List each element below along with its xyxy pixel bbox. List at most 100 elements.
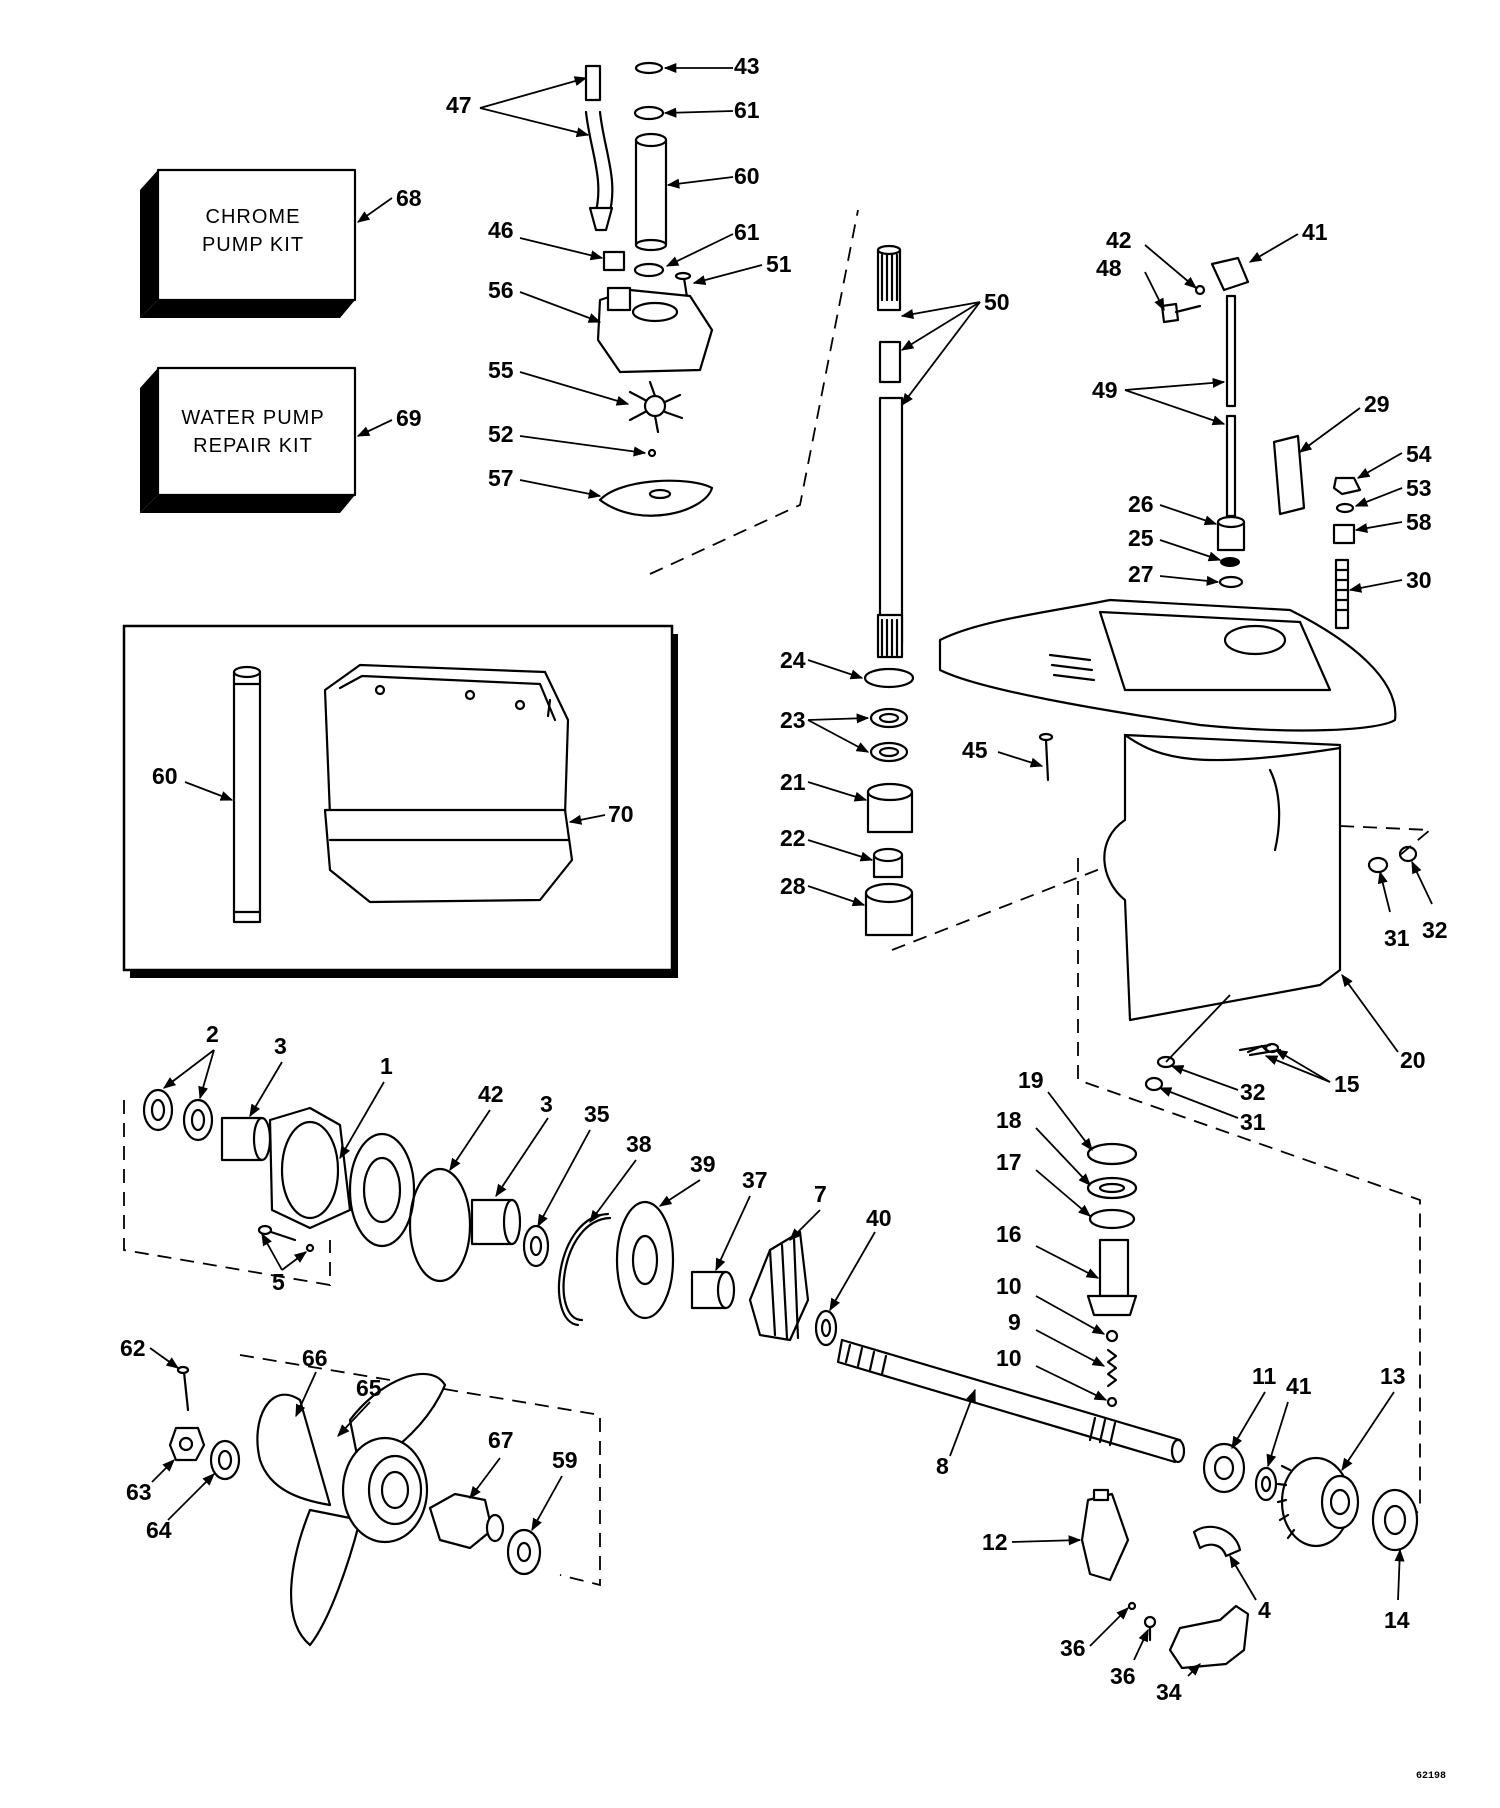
callout-17-label: 17: [996, 1149, 1022, 1175]
callout-59: 59: [552, 1447, 578, 1473]
callout-42-lower: 42: [478, 1081, 504, 1107]
callout-60-upper: 60: [734, 163, 760, 189]
callout-63: 63: [126, 1479, 152, 1505]
callout-61-lower: 61: [734, 219, 760, 245]
callout-57: 57: [488, 465, 514, 491]
callout-70: 70: [608, 801, 634, 827]
callout-46: 46: [488, 217, 514, 243]
shift-linkage-group: [1080, 1488, 1250, 1670]
forward-gear-group: [1202, 1442, 1419, 1552]
callout-35: 36: [1060, 1635, 1086, 1661]
callout-61-upper: 61: [734, 97, 760, 123]
callout-50: 50: [984, 289, 1010, 315]
callout-54: 54: [1406, 441, 1432, 467]
callout-31-lower: 31: [1240, 1109, 1266, 1135]
shift-rod-group: [1160, 256, 1362, 630]
callout-13: 15: [1334, 1071, 1360, 1097]
callout-4: 4: [1258, 1597, 1271, 1623]
water-pump-group: [584, 61, 859, 575]
chrome-pump-kit-box: CHROME PUMP KIT: [140, 168, 357, 318]
callout-69: 69: [396, 405, 422, 431]
propeller-group: [168, 1354, 601, 1647]
callout-44: 43: [734, 53, 760, 79]
callout-40: 40: [866, 1205, 892, 1231]
callout-52: 52: [488, 421, 514, 447]
callout-56: 56: [488, 277, 514, 303]
callout-19-label: 19: [1018, 1067, 1044, 1093]
callout-8: 8: [936, 1453, 949, 1479]
callout-16: 16: [996, 1221, 1022, 1247]
callout-25: 25: [1128, 525, 1154, 551]
callout-5: 5: [272, 1269, 285, 1295]
callout-55: 55: [488, 357, 514, 383]
callout-7: 7: [814, 1181, 827, 1207]
callout-45: 45: [962, 737, 988, 763]
chrome-pump-kit-line2: PUMP KIT: [202, 234, 304, 256]
water-pump-kit-line2: REPAIR KIT: [193, 435, 313, 457]
propeller-shaft-8: [836, 1338, 1186, 1464]
callout-24: 24: [780, 647, 806, 673]
callout-51: 51: [766, 251, 792, 277]
callout-53: 53: [1406, 475, 1432, 501]
callout-36-label: 36: [1110, 1663, 1136, 1689]
bearing-carrier-group: [123, 1088, 416, 1287]
inset-box: [122, 624, 678, 978]
callout-42-upper: 41: [1302, 219, 1328, 245]
callout-38: 38: [626, 1131, 652, 1157]
callout-21: 21: [780, 769, 806, 795]
callout-67: 67: [488, 1427, 514, 1453]
callout-66: 66: [302, 1345, 328, 1371]
bearing-stack: [863, 667, 1201, 951]
callout-28: 28: [780, 873, 806, 899]
callout-10-a: 10: [996, 1273, 1022, 1299]
callout-49: 49: [1092, 377, 1118, 403]
callout-68: 68: [396, 185, 422, 211]
propshaft-components: [408, 1167, 838, 1347]
gearcase-20: [938, 598, 1397, 1022]
callout-43: 42: [1106, 227, 1132, 253]
callout-9: 9: [1008, 1309, 1021, 1335]
inset-gearcase-70: [323, 663, 574, 904]
driveshaft-50: [876, 244, 904, 659]
callout-33: 34: [1156, 1679, 1182, 1705]
callout-11: 11: [1252, 1363, 1277, 1389]
callout-3-left: 3: [274, 1033, 287, 1059]
callout-14: 13: [1380, 1363, 1406, 1389]
water-pump-kit-box: WATER PUMP REPAIR KIT: [140, 366, 357, 513]
callout-20: 20: [1400, 1047, 1426, 1073]
callout-2: 2: [206, 1021, 219, 1047]
callout-31-right: 31: [1384, 925, 1410, 951]
callout-23: 23: [780, 707, 806, 733]
callout-26: 26: [1128, 491, 1154, 517]
callout-27: 27: [1128, 561, 1154, 587]
callout-60-inset: 60: [152, 763, 178, 789]
callout-12: 12: [982, 1529, 1008, 1555]
callout-32-lower: 32: [1240, 1079, 1266, 1105]
callout-48: 48: [1096, 255, 1122, 281]
callout-37: 37: [742, 1167, 768, 1193]
callout-64: 64: [146, 1517, 172, 1543]
callout-1: 1: [380, 1053, 393, 1079]
callout-65: 65: [356, 1375, 382, 1401]
callout-47: 47: [446, 92, 472, 118]
callout-labels: 43 47 61 60 68 61 46 51 56 55 69 52 57 5…: [120, 53, 1448, 1782]
callout-58: 58: [1406, 509, 1432, 535]
callout-41-label: 41: [1286, 1373, 1312, 1399]
callout-22: 22: [780, 825, 806, 851]
callout-30: 30: [1406, 567, 1432, 593]
water-pump-kit-line1: WATER PUMP: [181, 407, 324, 429]
pinion-stack: [1086, 1142, 1138, 1408]
callout-15: 14: [1384, 1607, 1410, 1633]
callout-18-label: 18: [996, 1107, 1022, 1133]
callout-29: 29: [1364, 391, 1390, 417]
inset-tube-60: [232, 665, 262, 924]
callout-32-right: 32: [1422, 917, 1448, 943]
callout-39: 39: [690, 1151, 716, 1177]
drawing-code: 62198: [1416, 1771, 1446, 1782]
callout-3-right: 3: [540, 1091, 553, 1117]
leader-lines: [149, 62, 1433, 1677]
chrome-pump-kit-line1: CHROME: [206, 206, 301, 228]
callout-34: 35: [584, 1101, 610, 1127]
callout-10-b: 10: [996, 1345, 1022, 1371]
